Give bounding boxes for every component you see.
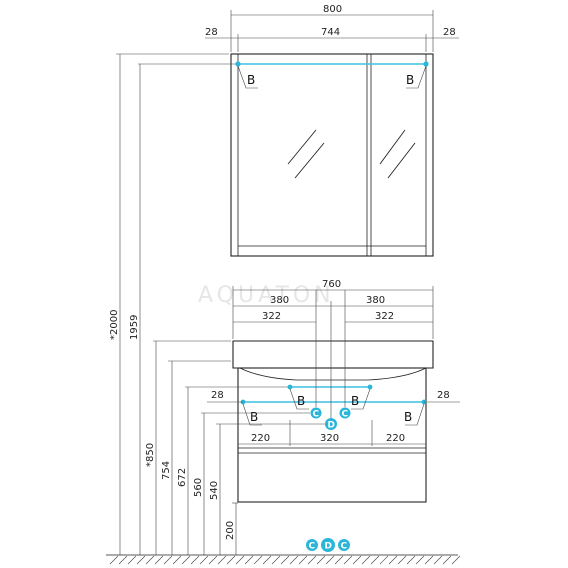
dim-mirror-side-right-28: 28 — [443, 27, 456, 38]
floor-hatch-line — [154, 555, 164, 565]
dim-vanity-width-760: 760 — [322, 279, 341, 290]
floor-hatch-line — [424, 555, 434, 565]
dim-height-200: 200 — [225, 521, 236, 540]
floor-hatch-line — [109, 555, 119, 565]
dim-vanity-bottom-left-220: 220 — [251, 433, 270, 444]
floor: C D C — [106, 538, 461, 565]
vanity-top-dimensions: 760 380 380 322 322 — [232, 279, 434, 339]
dim-vanity-half-right-380: 380 — [366, 295, 385, 306]
dim-mirror-width-800: 800 — [323, 4, 342, 15]
floor-hatch-line — [298, 555, 308, 565]
floor-hatch-line — [244, 555, 254, 565]
dim-height-1959: 1959 — [129, 315, 140, 340]
floor-hatch-line — [127, 555, 137, 565]
floor-marker-c-right-label: C — [341, 542, 348, 552]
mirror-top-dimensions: 800 744 28 28 — [205, 4, 459, 52]
floor-hatch-line — [433, 555, 443, 565]
floor-hatch-line — [388, 555, 398, 565]
floor-marker-d — [321, 538, 335, 552]
dim-vanity-bottom-right-220: 220 — [386, 433, 405, 444]
mirror-light-dot-right — [423, 61, 429, 67]
floor-hatch-line — [379, 555, 389, 565]
floor-hatch-line — [316, 555, 326, 565]
floor-hatch-line — [361, 555, 371, 565]
vanity-side-dimensions: 28 28 — [207, 390, 460, 403]
floor-hatch-line — [136, 555, 146, 565]
floor-hatch-line — [442, 555, 452, 565]
dim-height-560: 560 — [193, 478, 204, 497]
mirror-label-b-left: B — [247, 73, 255, 87]
floor-hatch-line — [118, 555, 128, 565]
dim-height-850: *850 — [145, 443, 156, 467]
floor-hatch-line — [235, 555, 245, 565]
floor-hatch-line — [415, 555, 425, 565]
floor-hatch-line — [145, 555, 155, 565]
height-dimensions: *2000 1959 *850 754 672 560 540 200 — [109, 53, 325, 555]
dim-height-2000: *2000 — [109, 310, 120, 340]
marker-c-right-label: C — [342, 410, 349, 420]
marker-c-left — [310, 407, 322, 419]
floor-hatch-line — [253, 555, 263, 565]
floor-hatch-line — [217, 555, 227, 565]
floor-hatch-line — [181, 555, 191, 565]
floor-hatch-line — [163, 555, 173, 565]
vanity-light-dot-1 — [287, 384, 293, 390]
dim-vanity-offset-left-322: 322 — [262, 311, 281, 322]
vanity-label-b-2: B — [351, 394, 359, 408]
dim-vanity-side-right-28: 28 — [437, 390, 450, 401]
vanity-bottom-dimensions: 220 320 220 — [238, 420, 426, 446]
mirror-glare-left — [287, 129, 325, 179]
floor-hatch-line — [352, 555, 362, 565]
dim-height-540: 540 — [209, 481, 220, 500]
dim-height-754: 754 — [161, 461, 172, 480]
floor-marker-c-left — [306, 539, 318, 551]
vanity-label-b-1: B — [297, 394, 305, 408]
dim-vanity-offset-right-322: 322 — [375, 311, 394, 322]
floor-hatch-line — [190, 555, 200, 565]
floor-hatch-line — [397, 555, 407, 565]
floor-hatch-line — [325, 555, 335, 565]
floor-hatch-line — [451, 555, 461, 565]
dim-mirror-inner-744: 744 — [321, 27, 340, 38]
dim-vanity-half-left-380: 380 — [270, 295, 289, 306]
marker-d-label: D — [328, 421, 335, 431]
floor-hatch-line — [406, 555, 416, 565]
marker-d — [325, 418, 337, 430]
marker-c-left-label: C — [313, 410, 320, 420]
floor-hatch-line — [226, 555, 236, 565]
floor-hatch-line — [334, 555, 344, 565]
dim-vanity-bottom-center-320: 320 — [320, 433, 339, 444]
vanity-light-dot-2 — [367, 384, 373, 390]
mirror-glare-right — [379, 129, 416, 179]
watermark-text: AQUATON — [198, 283, 335, 308]
vanity-label-b-4: B — [404, 410, 412, 424]
floor-hatch-line — [307, 555, 317, 565]
floor-hatch-line — [271, 555, 281, 565]
floor-hatch-line — [199, 555, 209, 565]
vanity-label-b-3: B — [250, 410, 258, 424]
dim-height-672: 672 — [177, 468, 188, 487]
floor-hatch-line — [370, 555, 380, 565]
floor-hatch-line — [208, 555, 218, 565]
dim-vanity-side-left-28: 28 — [211, 390, 224, 401]
floor-marker-c-left-label: C — [309, 542, 316, 552]
vanity: B B B B C C D — [232, 290, 434, 503]
floor-hatch-line — [262, 555, 272, 565]
marker-c-right — [339, 407, 351, 419]
mirror-light-dot-left — [235, 61, 241, 67]
floor-hatch-line — [343, 555, 353, 565]
floor-marker-c-right — [338, 539, 350, 551]
floor-hatch-line — [172, 555, 182, 565]
floor-hatch-line — [280, 555, 290, 565]
dim-mirror-side-left-28: 28 — [205, 27, 218, 38]
floor-marker-d-label: D — [325, 542, 332, 552]
mirror-cabinet: B B — [230, 53, 434, 257]
mirror-label-b-right: B — [406, 73, 414, 87]
floor-hatch-line — [289, 555, 299, 565]
